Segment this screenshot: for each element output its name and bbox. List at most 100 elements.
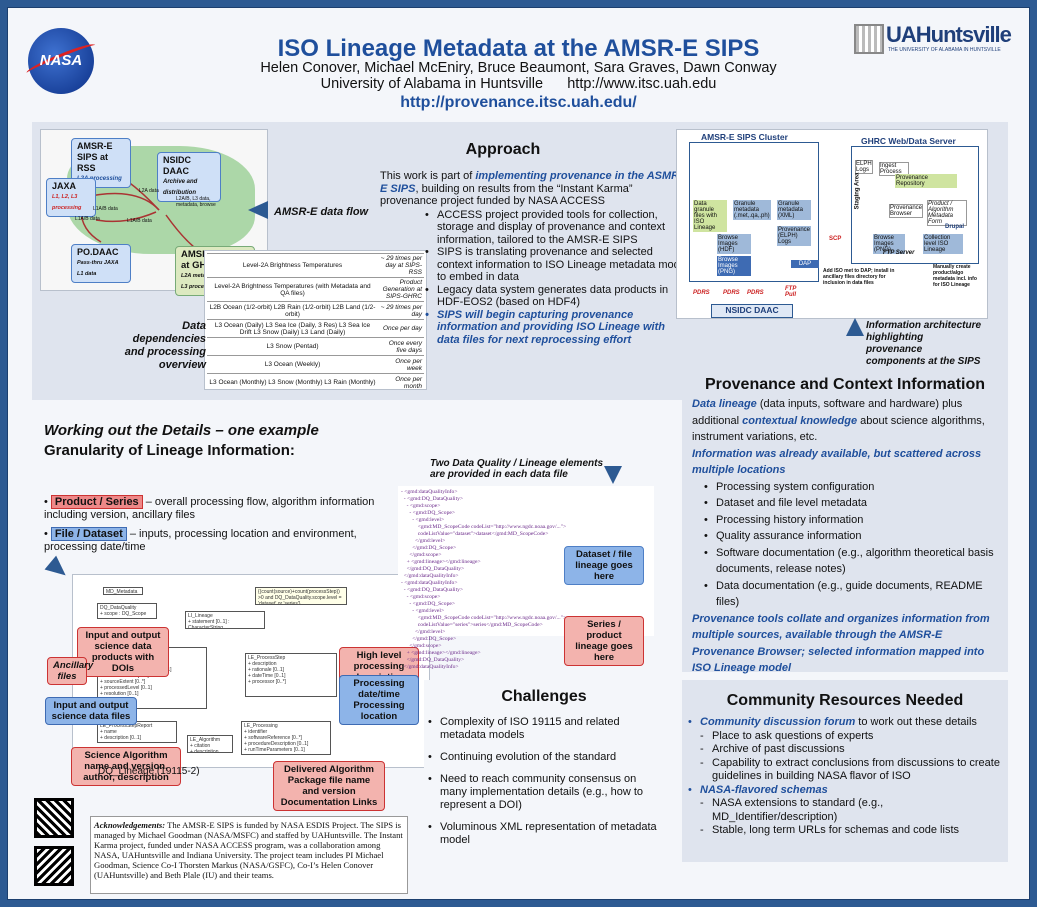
arch-data-granule: Data granule files with ISO Lineage [693,200,727,232]
community-schemas: NASA-flavored schemas [700,783,828,796]
label-l2a: L2A data [139,188,159,194]
community-forum: Community discussion forum [700,716,856,728]
file-dataset-tag: File / Dataset [50,527,127,541]
uah-logo-icon [854,24,884,54]
acknowledgements: Acknowledgements: The AMSR-E SIPS is fun… [90,816,408,894]
qr-code-1[interactable] [34,798,74,838]
arch-ftp-server: FTP Server [883,250,915,256]
rss-sub: L2A processing [77,176,122,182]
ghrc-box [851,146,979,264]
dependency-row: Level-2A Brightness Temperatures (with M… [207,277,424,302]
callout-input-files: Input and output science data files [45,697,137,725]
approach-bullet: Legacy data system generates data produc… [425,284,690,309]
approach-bullet-highlight: SIPS will begin capturing provenance inf… [425,309,690,347]
prov-data-lineage: Data lineage [692,398,757,410]
arch-add-iso: Add ISO met to DAP; install in ancillary… [823,268,895,286]
community-group-1: •Community discussion forum to work out … [688,716,977,728]
arch-coll-iso: Collection level ISO Lineage [923,234,963,254]
details-subheading: Granularity of Lineage Information: [44,442,295,459]
arch-prod-alg: Product / Algorithm Metadata Form [927,200,967,226]
prov-item: Data documentation (e.g., guide document… [704,578,1000,611]
jaxa-callout: JAXA L1, L2, L3 processing [46,178,96,217]
community-item: Capability to extract conclusions from d… [700,757,1004,784]
authors: Helen Conover, Michael McEniry, Bruce Be… [260,60,777,76]
prov-item: Processing history information [704,512,1000,529]
community-item: NASA extensions to standard (e.g., MD_Id… [700,797,1004,824]
affiliation: University of Alabama in Huntsville http… [320,76,717,92]
challenges-heading: Challenges [501,688,587,705]
ack-text: The AMSR-E SIPS is funded by NASA ESDIS … [94,820,403,880]
podaac-sub: Pass-thru JAXA L1 data [77,260,119,277]
uml-md-metadata: MD_Metadata [103,587,143,595]
nasa-logo: NASA [24,28,98,94]
dependency-frequency: ~ 29 times per day [378,301,424,320]
jaxa-sub: L1, L2, L3 processing [52,194,82,211]
project-url[interactable]: http://provenance.itsc.uah.edu/ [400,94,637,111]
approach-intro: This work is part of [380,170,476,182]
arch-ftp: FTP Pull [785,286,797,298]
dependency-frequency: Once per week [378,355,424,374]
ack-label: Acknowledgements: [94,820,166,830]
product-series-text: – overall processing flow, algorithm inf… [44,496,375,521]
xml-text-1: - <gmd:dataQualityInfo> - <gmd:DQ_DataQu… [401,489,567,670]
arch-prov-elph: Provenance (ELPH) Logs [777,226,811,246]
label-l1ab-1: L1A/B data [93,206,118,212]
granularity-file: • File / Dataset – inputs, processing lo… [44,527,357,553]
prov-p1-b: (data inputs, software and hardware) plu… [692,398,963,427]
dependency-products: L3 Ocean (Weekly) [207,355,378,374]
dependency-caption: Data dependencies and processing overvie… [124,320,206,371]
poster: NASA ISO Lineage Metadata at the AMSR-E … [7,7,1030,900]
dependency-products: L3 Snow (Pentad) [207,337,378,356]
prov-item: Software documentation (e.g., algorithm … [704,545,1000,578]
arch-pdrs-3: PDRS [747,290,764,296]
dependency-chart: Level-2A Brightness Temperatures~ 29 tim… [204,250,427,392]
callout-proc-date: Processing date/time Processing location [339,675,419,725]
uml-li-processstep: LE_ProcessStep+ description+ rationale [… [245,653,337,697]
arch-prov-browser: Provenance Browser [889,204,923,218]
approach-intro-rest: , building on results from the “Instant … [380,182,633,208]
provenance-list: Processing system configuration Dataset … [704,479,1000,611]
approach-body: This work is part of implementing proven… [380,170,690,346]
prov-item: Quality assurance information [704,528,1000,545]
prov-p3: Provenance tools collate and organizes i… [692,612,990,675]
approach-bullet: ACCESS project provided tools for collec… [425,209,690,247]
uml-processing: LE_Processing+ identifier+ softwareRefer… [241,721,331,755]
challenges-list: Complexity of ISO 19115 and related meta… [428,716,658,847]
uml-note: {(count(source)+count(processStep)) >0 a… [255,587,347,605]
rss-title: AMSR-E SIPS at RSS [77,141,113,173]
prov-contextual: contextual knowledge [742,414,858,427]
file-dataset-text: – inputs, processing location and enviro… [44,528,357,553]
granularity-list: • Product / Series – overall processing … [44,495,384,554]
callout-input-products: Input and output science data products w… [77,627,169,677]
arch-elph: ELPH Logs [855,160,873,174]
granularity-product: • Product / Series – overall processing … [44,495,375,521]
podaac-callout: PO.DAAC Pass-thru JAXA L1 data [71,244,131,283]
ghrc-label: GHRC Web/Data Server [861,136,956,146]
callout-dataset-lineage: Dataset / file lineage goes here [564,546,644,585]
nasa-logo-text: NASA [39,52,83,69]
uah-logo: UAHuntsville THE UNIVERSITY OF ALABAMA I… [854,22,1024,60]
uml-algorithm: LE_Algorithm+ citation+ description [187,735,233,753]
arch-caption: Information architecture highlighting pr… [866,320,982,367]
product-series-tag: Product / Series [50,495,143,509]
dependency-frequency: Product Generation at SIPS-GHRC [378,277,424,302]
rss-callout: AMSR-E SIPS at RSS L2A processing [71,138,131,188]
dependency-frequency: ~ 29 times per day at SIPS-RSS [378,253,424,278]
arch-nsidc-label: NSIDC DAAC [725,305,779,315]
dependency-row: L3 Snow (Pentad)Once every five days [207,337,424,356]
uml-li-lineage: LI_Lineage+ statement [0..1] : Character… [185,611,265,629]
arch-prov-repo: Provenance Repository [895,174,957,188]
arch-nsidc: NSIDC DAAC [711,304,793,318]
uah-logo-text: UAHuntsville [886,22,1012,47]
arch-caption-arrow [846,318,864,336]
nsidc-title: NSIDC DAAC [163,155,192,176]
arch-browse: Browse Images (PNG) [873,234,905,254]
dependency-frequency: Once per month [378,373,424,392]
dependency-frequency: Once per day [378,319,424,338]
arch-dap: DAP [791,260,819,268]
challenge-item: Need to reach community consensus on man… [428,773,658,812]
dependency-row: Level-2A Brightness Temperatures~ 29 tim… [207,253,424,278]
qr-code-2[interactable] [34,846,74,886]
nsidc-sub: Archive and distribution [163,179,198,196]
uah-logo-sub: THE UNIVERSITY OF ALABAMA IN HUNTSVILLE [888,47,1001,53]
